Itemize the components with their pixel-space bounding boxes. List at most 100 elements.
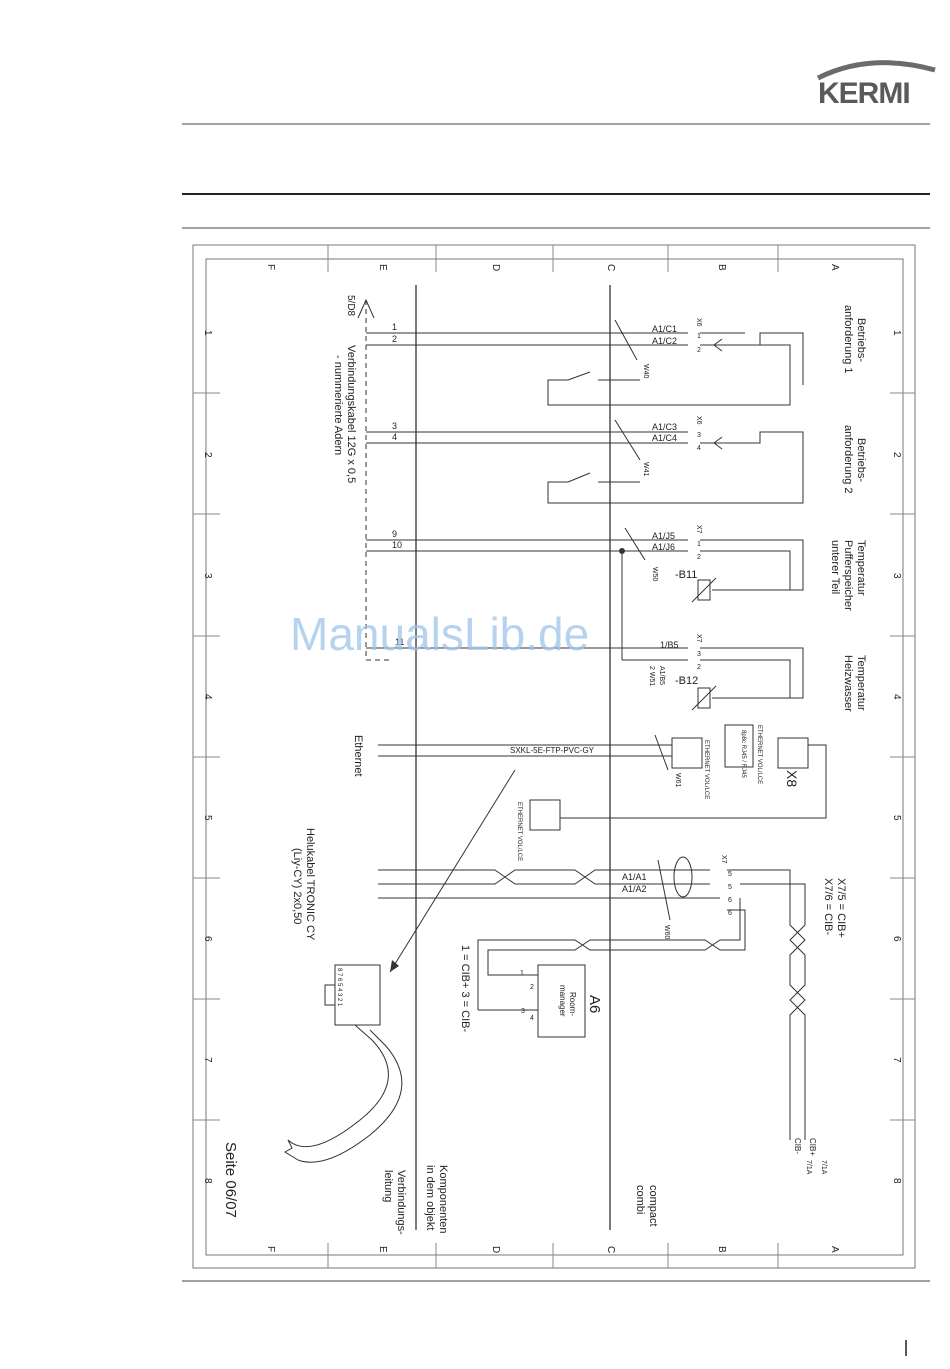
col-letter-d-top: D [490, 264, 501, 271]
cable-w61: W61 [674, 773, 681, 788]
temp-puffer-line1: Temperatur [855, 540, 867, 596]
wire-number-1: 1 [392, 322, 397, 332]
cib-line1: X7/5 = CIB+ [835, 878, 847, 938]
cable-w60: W60 [663, 925, 670, 940]
row-number-7-right: 7 [891, 1057, 902, 1063]
col-letter-b-bottom: B [716, 1246, 727, 1253]
logo-text: KERMI [818, 77, 910, 110]
frame-row-numbers: 1 2 3 4 5 6 7 8 1 2 3 4 5 6 7 8 [202, 330, 902, 1184]
b12-circuit [691, 647, 804, 711]
rj45-label: 8p8c RJ45 / RJ45 [740, 730, 746, 778]
row-number-5-left: 5 [202, 815, 213, 821]
col-letter-c-bottom: C [605, 1246, 616, 1253]
betriebsanforderung-1-line2: anforderung 1 [842, 305, 854, 374]
col-letter-a-top: A [829, 264, 840, 271]
a6-label: A6 [586, 995, 603, 1013]
terminal-a1-c4: A1/C4 [652, 433, 677, 443]
page-label: Seite 06/07 [222, 1142, 239, 1218]
cable-type-label: SXKL-5E-FTP-PVC-GY [510, 746, 595, 755]
helukabel-label: Helukabel TRONIC CY (Liy-CY) 2x0,50 [291, 828, 316, 941]
end-ref-a: 7/1A [820, 1160, 827, 1175]
terminal-x7-a: X7 [695, 525, 702, 534]
eth-vol-label-c: ETHERNET VOL/LCE [516, 802, 522, 861]
col-letter-a-bottom: A [829, 1246, 840, 1253]
col-letter-c-top: C [605, 264, 616, 271]
section-compact-line2: combi [634, 1185, 646, 1214]
row-number-8-left: 8 [202, 1178, 213, 1184]
terminal-x7-c: X7 [720, 855, 727, 864]
a6-pin-2: 2 [530, 984, 534, 991]
section-verbindung-line2: leitung [382, 1170, 394, 1202]
verbindungskabel-line1: Verbindungskabel 12G x 0,5 [345, 345, 357, 483]
verbindungskabel-line2: - nummerierte Adern [332, 355, 344, 455]
terminal-a1-c1: A1/C1 [652, 324, 677, 334]
roommanager-line2: manager [558, 985, 567, 1017]
terminal-1-b5: 1/B5 [660, 640, 679, 650]
row-number-4-left: 4 [202, 694, 213, 700]
col-letter-e-top: E [377, 264, 388, 271]
section-labels: compact combi Komponenten in dem objekt … [382, 1165, 659, 1235]
terminal-a1-c3: A1/C3 [652, 422, 677, 432]
ethernet-texts: Ethernet SXKL-5E-FTP-PVC-GY ETHERNET VOL… [352, 725, 800, 861]
b11-circuit [619, 527, 804, 661]
sensor-b12: -B12 [675, 675, 698, 687]
ethernet-label: Ethernet [352, 735, 364, 777]
terminal-a1-j5: A1/J5 [652, 531, 675, 541]
row-number-6-left: 6 [202, 936, 213, 942]
row-number-1-left: 1 [202, 330, 213, 336]
pin-3-b: 3 [697, 651, 701, 658]
temp-heiz-line1: Temperatur [855, 655, 867, 711]
frame-ticks [193, 245, 915, 1268]
pin-5-b: 5 [728, 884, 732, 891]
pin-2-c: 2 [697, 664, 701, 671]
pin-4-a: 4 [697, 445, 701, 452]
cable-w50: W50 [651, 567, 658, 582]
rj45-plug-drawing [284, 964, 403, 1163]
roommanager-line1: Room- [568, 992, 577, 1016]
col-letter-e-bottom: E [377, 1246, 388, 1253]
a6-pin-3: 3 [521, 1008, 525, 1015]
terminal-x6-a: X6 [695, 318, 702, 327]
row-number-3-left: 3 [202, 573, 213, 579]
row-number-5-right: 5 [891, 815, 902, 821]
cib-bus-circuit [378, 856, 806, 1140]
cable-bundle-marker [357, 298, 392, 661]
b12-texts: 1/B5 X7 3 2 -B12 A1/B5 2 W51 Temperatur … [648, 634, 867, 712]
pin-2-b: 2 [697, 554, 701, 561]
cib-key: 1 = CIB+ 3 = CIB- [459, 945, 471, 1032]
row-number-8-right: 8 [891, 1178, 902, 1184]
row-number-2-right: 2 [891, 452, 902, 458]
b11-texts: A1/J5 A1/J6 X7 1 2 -B11 W50 Temperatur P… [651, 525, 867, 611]
betriebsanforderung-2-line2: anforderung 2 [842, 425, 854, 494]
ethernet-circuit [378, 724, 827, 831]
pin-6-b: 6 [728, 910, 732, 917]
cib-plus-end: CIB+ [808, 1138, 817, 1156]
wire-numbers: 1 2 3 4 9 10 11 5/D8 [345, 295, 404, 647]
watermark-text: ManualsLib.de [290, 608, 589, 660]
wire-number-9: 9 [392, 529, 397, 539]
col-letter-f-bottom: F [265, 1246, 276, 1252]
pin-5-a: 5 [728, 871, 732, 878]
cable-pointer-arrowhead [390, 960, 399, 972]
verbindungskabel-label: Verbindungskabel 12G x 0,5 - nummerierte… [332, 345, 357, 483]
row-number-4-right: 4 [891, 694, 902, 700]
cib-bus-texts: A1/A1 A1/A2 X7 5 5 6 6 W60 X7/5 = CIB+ X… [459, 855, 847, 1175]
wire-number-10: 10 [392, 540, 402, 550]
wire-number-4: 4 [392, 432, 397, 442]
terminal-x6-b: X6 [695, 416, 702, 425]
terminal-a1-c2: A1/C2 [652, 336, 677, 346]
frame-col-letters: A B C D E F A B C D E F [265, 264, 840, 1253]
row-number-1-right: 1 [891, 330, 902, 336]
pin-1-a: 1 [697, 333, 701, 340]
pin-6-a: 6 [728, 897, 732, 904]
row-number-3-right: 3 [891, 573, 902, 579]
sensor-b11: -B11 [675, 569, 697, 581]
cib-line2: X7/6 = CIB- [822, 878, 834, 936]
row-number-6-right: 6 [891, 936, 902, 942]
terminal-a1-b5-label: A1/B5 [658, 666, 665, 685]
section-verbindung-line1: Verbindungs- [395, 1170, 407, 1235]
cable-pointer-arrow [389, 769, 516, 973]
terminal-x7-b: X7 [695, 634, 702, 643]
eth-vol-label-b: ETHERNET VOL/LCE [756, 725, 762, 784]
